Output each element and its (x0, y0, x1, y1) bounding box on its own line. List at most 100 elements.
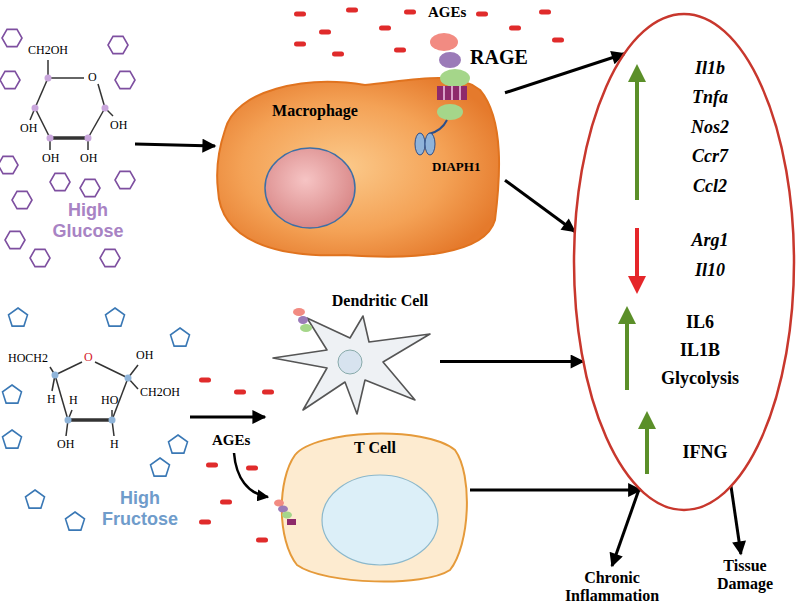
label-text: RAGE (470, 46, 528, 69)
ages-particles (246, 466, 258, 471)
label-text: O (84, 351, 93, 365)
node-text: Arg1 (660, 230, 760, 251)
macrophage-cell-outline (437, 104, 463, 120)
node-text: Dendritic Cell (324, 292, 436, 310)
ages-particles (404, 10, 416, 15)
fructose-ring (50, 362, 138, 436)
glucose-ring (30, 60, 113, 150)
ages-particles (394, 48, 406, 53)
node-text: IL6 (640, 312, 760, 333)
node-text: Glycolysis (640, 368, 760, 389)
ages-particles (206, 463, 218, 468)
glucose-molecules (100, 249, 120, 266)
fructose-ring (55, 375, 68, 420)
macrophage-cell-outline (415, 133, 425, 155)
glucose-atoms (32, 105, 39, 112)
label-text: O (88, 71, 97, 85)
dendritic-cell-outline (293, 308, 305, 316)
glucose-molecules (80, 179, 100, 196)
macrophage-cell-outline (459, 86, 461, 100)
label-text: OH (57, 438, 74, 452)
glucose-molecules (5, 231, 25, 248)
label-text: H (110, 438, 119, 452)
dendritic-cell-outline (338, 350, 362, 374)
ages-particles (552, 38, 564, 43)
flow-arrow (470, 489, 641, 492)
glucose-molecules (115, 171, 135, 188)
dendritic-cell-outline (273, 316, 430, 414)
node-text: Tissue Damage (707, 557, 783, 594)
node-text: High Glucose (46, 200, 130, 241)
ages-particles (294, 12, 306, 17)
fructose-molecules (3, 430, 22, 448)
flow-arrow (505, 180, 575, 231)
macrophage-cell-outline (440, 69, 470, 87)
fructose-molecules (66, 512, 85, 530)
glucose-ring (88, 108, 105, 138)
glucose-molecules (2, 29, 22, 46)
glucose-ring (98, 84, 105, 108)
fructose-molecules (169, 435, 188, 453)
glucose-molecules (108, 36, 128, 53)
ages-particles (199, 378, 211, 383)
ages-particles (346, 8, 358, 13)
fructose-molecules (3, 385, 22, 403)
macrophage-cell-outline (217, 78, 499, 257)
glucose-ring (35, 78, 48, 108)
t-cell: T Cell (275, 425, 470, 585)
t-cell-outline (287, 519, 296, 525)
macrophage-cell-outline (437, 86, 467, 100)
regulation-arrows (618, 306, 636, 324)
regulation-arrows (625, 322, 629, 390)
fructose-atoms (109, 417, 116, 424)
fructose-molecules (171, 328, 190, 346)
ages-particles (199, 520, 211, 525)
flow-arrow (135, 144, 215, 146)
ages-particles (319, 30, 331, 35)
label-text: CH2OH (28, 44, 68, 58)
flow-arrow (731, 486, 741, 554)
sugar-source: High Glucose (5, 40, 135, 240)
label-text: AGEs (428, 4, 466, 21)
ages-particles (294, 42, 306, 47)
effects-ellipse-outline (574, 14, 794, 510)
glucose-ring (48, 77, 84, 79)
node-text: IFNG (655, 442, 755, 463)
macrophage-cell-outline (443, 86, 445, 100)
fructose-molecules (106, 308, 125, 326)
regulation-arrows (645, 427, 649, 474)
node-text: High Fructose (98, 488, 182, 529)
macrophage-cell-outline (429, 120, 447, 134)
label-text: H (47, 393, 56, 407)
regulation-arrows (618, 64, 656, 474)
flow-arrow (612, 489, 639, 566)
glucose-atoms (32, 75, 109, 142)
macrophage-cell-outline (451, 86, 453, 100)
glucose-atoms (45, 75, 52, 82)
fructose-atoms (125, 375, 132, 382)
ages-particles (262, 390, 274, 395)
fructose-atoms (52, 372, 59, 379)
macrophage-cell-outline (425, 133, 435, 155)
fructose-atoms (52, 372, 132, 424)
fructose-molecules (26, 490, 45, 508)
dendritic-cell-outline (265, 290, 440, 420)
flow-arrow (440, 360, 583, 363)
regulation-arrows (635, 80, 639, 200)
regulation-arrows (628, 64, 646, 82)
fructose-ring (55, 362, 82, 375)
glucose-molecules (12, 191, 32, 208)
node-text: Nos2 (660, 117, 760, 138)
effects-ellipse-outline (572, 12, 796, 512)
node-text: Ccr7 (660, 146, 760, 167)
glucose-molecules (0, 156, 18, 173)
macrophage-cell-outline (265, 148, 355, 228)
label-text: OH (110, 119, 127, 133)
glucose-atoms (47, 135, 54, 142)
label-text: HOCH2 (8, 352, 48, 366)
regulation-arrows (638, 411, 656, 429)
node-text: Macrophage (250, 102, 380, 120)
macrophage-cell-outline (430, 33, 458, 51)
dendritic-cell-outline (300, 324, 312, 332)
label-text: CH2OH (140, 386, 180, 400)
